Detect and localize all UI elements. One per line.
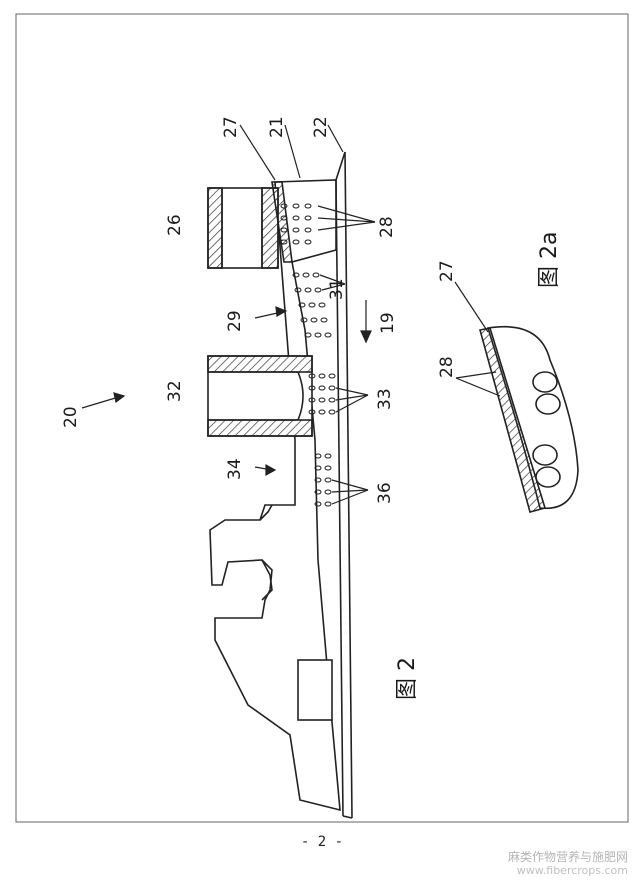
ref-26: 26 [165,214,185,236]
ref-27-detail: 27 [437,260,457,282]
ref-19: 19 [378,312,398,334]
holes-28 [280,203,312,245]
fig2-labels: 20 27 21 22 26 28 29 31 19 32 33 34 36 图… [61,116,420,700]
fig2a-labels: 27 28 图 2a [437,232,562,378]
ref-28: 28 [377,216,397,238]
figure-2-caption: 图 2 [395,657,420,700]
page-number: - 2 - [300,834,344,850]
ref-33: 33 [375,388,395,410]
insert-26 [207,187,279,269]
holes-36 [314,453,332,507]
watermark-title: 麻类作物营养与施肥网 [507,850,628,864]
ref-28-detail: 28 [437,356,457,378]
ref-29: 29 [225,310,245,332]
base-strip-22-inner [335,179,344,817]
holes-33 [308,373,336,415]
figure-2 [207,151,353,819]
ref-21: 21 [267,116,287,138]
ref-36: 36 [375,482,395,504]
watermark-url: www.fibercrops.com [516,864,628,877]
holes-31 [292,272,332,338]
ref-20: 20 [61,406,81,428]
ref-34: 34 [225,458,245,480]
detail-wedge-27 [479,327,547,513]
ref-27: 27 [221,116,241,138]
page-border [15,13,629,823]
holes [280,203,336,507]
figure-2a-leaders [454,281,501,397]
figure-2a [479,325,579,513]
leader-lines [81,124,376,505]
insert-32 [207,355,313,437]
ref-22: 22 [311,116,331,138]
ref-32: 32 [165,380,185,402]
foot-block [297,659,333,721]
ref-31: 31 [327,278,347,300]
figure-2a-caption: 图 2a [537,232,562,288]
